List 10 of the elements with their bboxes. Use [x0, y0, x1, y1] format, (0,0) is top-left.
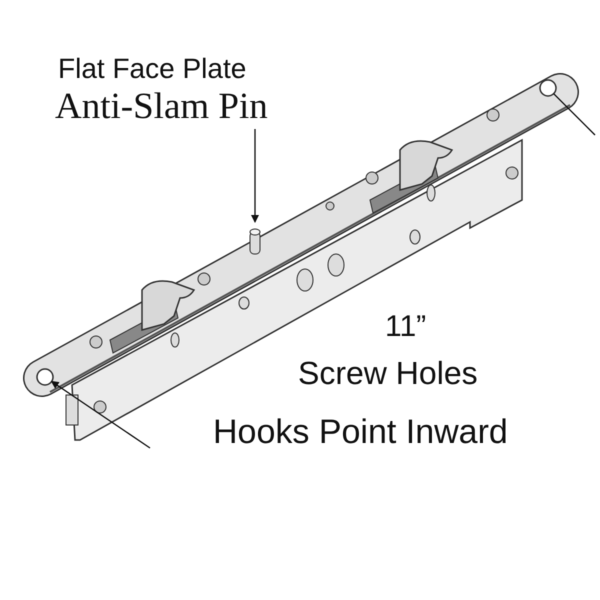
screw-hole [539, 79, 557, 97]
leader-line [251, 129, 259, 223]
screw-hole [36, 368, 54, 386]
note-text: Hooks Point Inward [213, 415, 508, 449]
leader-line [50, 380, 150, 449]
dimension-label: 11” [385, 312, 426, 342]
leader-line [553, 93, 596, 136]
part-title: Flat Face Plate [58, 55, 246, 83]
callout-label: Anti-Slam Pin [55, 88, 268, 125]
callout-label: Screw Holes [298, 357, 478, 389]
